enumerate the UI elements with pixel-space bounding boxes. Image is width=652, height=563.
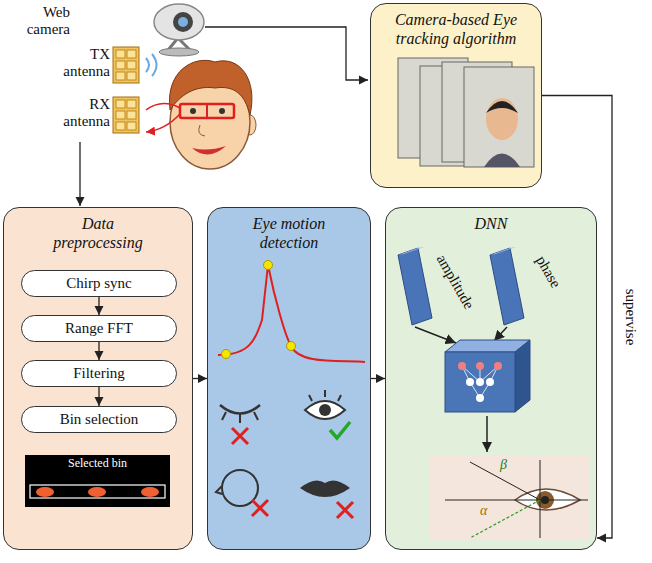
wireless-waves bbox=[146, 54, 157, 76]
step-box: Range FFT bbox=[21, 315, 177, 342]
webcam-icon bbox=[159, 48, 199, 56]
tx-antenna bbox=[113, 47, 139, 83]
tx-antenna bbox=[116, 72, 125, 80]
step-box: Filtering bbox=[21, 360, 177, 387]
panel-title: Eye motion detection bbox=[229, 214, 349, 252]
face-illustration bbox=[199, 125, 205, 136]
wireless-waves bbox=[152, 54, 157, 76]
rx-antenna bbox=[127, 100, 136, 108]
image-label: Selected bin bbox=[25, 457, 170, 471]
tx-antenna bbox=[113, 47, 139, 83]
step-text: Chirp sync bbox=[66, 275, 131, 292]
rx-antenna bbox=[113, 97, 139, 133]
device-label: TX antenna bbox=[48, 46, 110, 81]
rx-antenna bbox=[116, 100, 125, 108]
process-panel: Eye motion detection bbox=[207, 207, 371, 550]
webcam-icon bbox=[178, 17, 188, 27]
tx-antenna bbox=[127, 61, 136, 69]
tx-antenna bbox=[116, 50, 125, 58]
webcam-icon bbox=[168, 38, 190, 50]
webcam-icon bbox=[154, 4, 204, 56]
connector-arrow bbox=[193, 378, 207, 379]
panel-title: Data preprocessing bbox=[43, 214, 153, 252]
process-panel: Data preprocessingChirp syncRange FFT Fil… bbox=[3, 207, 193, 550]
panel-title: DNN bbox=[475, 214, 508, 233]
step-box: Chirp sync bbox=[21, 270, 177, 297]
angle-label: α bbox=[480, 503, 487, 519]
tx-antenna bbox=[116, 61, 125, 69]
face-illustration bbox=[192, 146, 226, 155]
edge-label: supervise bbox=[621, 286, 638, 347]
connector-arrow bbox=[371, 378, 385, 379]
step-text: Bin selection bbox=[60, 411, 139, 428]
step-box: Bin selection bbox=[21, 406, 177, 433]
face-illustration bbox=[170, 75, 250, 169]
panel-title: Camera-based Eye tracking algorithm bbox=[381, 10, 531, 48]
face-illustration bbox=[180, 104, 234, 118]
rx-wire bbox=[79, 142, 80, 206]
tx-antenna bbox=[127, 72, 136, 80]
rx-antenna bbox=[127, 122, 136, 130]
step-text: Range FFT bbox=[65, 320, 133, 337]
webcam-icon bbox=[173, 12, 193, 32]
face-illustration bbox=[190, 108, 196, 114]
face-illustration bbox=[206, 104, 208, 118]
webcam-icon bbox=[154, 4, 204, 40]
device-label: Web camera bbox=[8, 4, 70, 39]
process-box: Camera-based Eye tracking algorithm bbox=[370, 3, 542, 188]
angle-label: β bbox=[500, 457, 507, 473]
signal-lines bbox=[146, 114, 180, 132]
signal-lines bbox=[146, 103, 180, 132]
camera-wire bbox=[205, 27, 368, 80]
rx-antenna bbox=[113, 97, 139, 133]
tx-antenna bbox=[127, 50, 136, 58]
rx-antenna bbox=[127, 111, 136, 119]
process-panel: DNN bbox=[385, 207, 597, 550]
device-label: RX antenna bbox=[48, 96, 110, 131]
face-illustration bbox=[169, 60, 256, 169]
rx-antenna bbox=[116, 122, 125, 130]
wireless-waves bbox=[146, 58, 149, 72]
step-text: Filtering bbox=[73, 365, 125, 382]
face-illustration bbox=[169, 60, 251, 115]
rx-antenna bbox=[116, 111, 125, 119]
signal-lines bbox=[146, 103, 180, 110]
face-illustration bbox=[219, 108, 225, 114]
face-illustration bbox=[244, 115, 256, 135]
